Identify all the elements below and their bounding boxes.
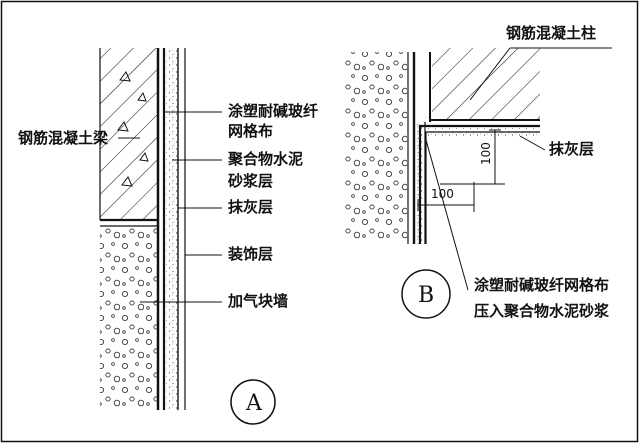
mortar-b-horizontal xyxy=(428,128,540,136)
label-plaster-a: 抹灰层 xyxy=(228,198,273,216)
detail-a-circle xyxy=(230,379,276,425)
mortar-layer xyxy=(166,48,178,410)
leader-plaster-b xyxy=(519,135,546,151)
detail-a-letter: A xyxy=(245,391,263,416)
aerated-block-wall xyxy=(100,228,158,408)
block-wall-b xyxy=(345,52,407,242)
concrete-beam-hatch xyxy=(100,48,158,220)
aggregate-triangle xyxy=(117,71,149,187)
label-note-1: 涂塑耐碱玻纤网格布 xyxy=(474,276,609,294)
detail-b: 钢筋混凝土柱 抹灰层 100 100 涂塑耐碱玻纤网格布 压入聚合物水泥砂浆 B xyxy=(345,24,612,320)
label-decor: 装饰层 xyxy=(227,245,273,263)
label-mortar-1: 聚合物水泥 xyxy=(227,150,303,168)
detail-b-letter: B xyxy=(418,283,434,308)
dim-horizontal-text: 100 xyxy=(431,187,454,201)
label-plaster-b: 抹灰层 xyxy=(549,140,594,158)
detail-a: 钢筋混凝土梁 涂塑耐碱玻纤 网格布 聚合物水泥 砂浆层 抹灰层 装饰层 加气块墙… xyxy=(18,48,318,425)
label-note-2: 压入聚合物水泥砂浆 xyxy=(474,302,610,320)
label-block-wall: 加气块墙 xyxy=(227,292,288,310)
concrete-column-hatch xyxy=(432,48,540,120)
detail-b-circle xyxy=(401,269,451,319)
label-mesh-2: 网格布 xyxy=(228,122,273,140)
leader-column xyxy=(469,47,511,101)
dim-vertical-text: 100 xyxy=(479,142,493,165)
label-mortar-2: 砂浆层 xyxy=(228,172,273,190)
label-mesh-1: 涂塑耐碱玻纤 xyxy=(228,102,318,120)
leader-note xyxy=(425,139,469,291)
label-beam: 钢筋混凝土梁 xyxy=(18,129,109,147)
label-column: 钢筋混凝土柱 xyxy=(506,24,596,42)
